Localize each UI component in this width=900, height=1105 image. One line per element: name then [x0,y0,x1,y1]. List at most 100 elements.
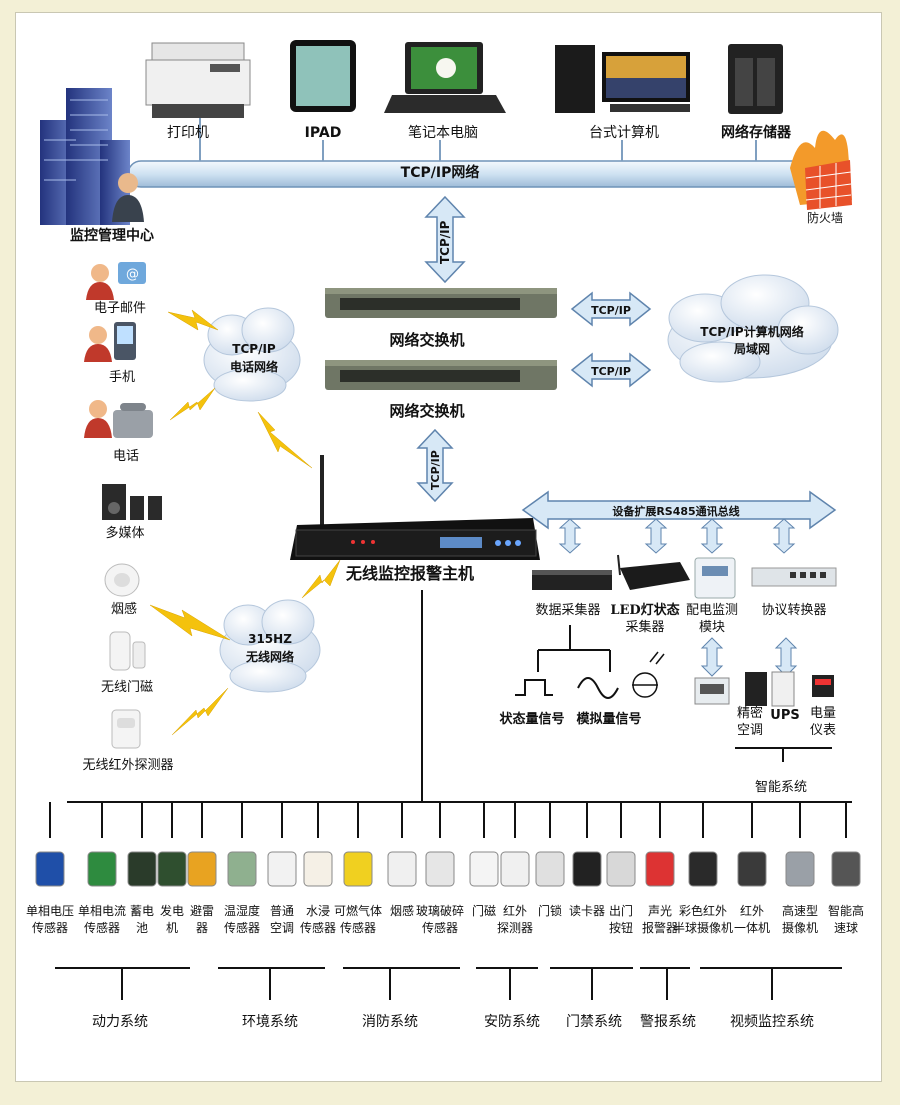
management-center-icon [40,88,144,225]
protocol-converter-icon [751,567,837,587]
sensor-label-line1: 高速型 [781,904,819,918]
phone-network-cloud-icon [203,307,301,402]
sensor-label: 蓄电池 [130,903,154,937]
sensor-label-line2: 空调 [269,921,295,935]
firewall-icon [790,130,852,210]
door-label: 无线门磁 [100,680,154,695]
sensor-device-icon [425,851,455,887]
sensor-device-icon [303,851,333,887]
data-collector-icon [532,570,612,590]
sensor-device-icon [785,851,815,887]
sensor-label-line1: 发电 [159,904,185,918]
tcpip-right-label-2: TCP/IP [591,365,631,378]
phone-cloud-label-2: 电话网络 [229,360,279,374]
sensor-label: 出门按钮 [609,903,633,937]
rs485-label: 设备扩展RS485通讯总线 [612,505,740,518]
led-collector-label-2: 采集器 [625,620,665,635]
sensor-label-line1: 单相电压 [25,904,75,918]
analog-signal-label: 模拟量信号 [576,712,642,727]
sensor-device-icon [688,851,718,887]
sensor-label: 可燃气体传感器 [334,903,382,937]
sensor-label: 智能高速球 [828,903,864,937]
sensor-label-line2: 探测器 [496,921,534,935]
sensor-device-icon [645,851,675,887]
sensor-label: 声光报警器 [642,903,678,937]
firewall-label: 防火墙 [806,211,844,225]
lightning-icon [149,309,341,736]
system-brackets [55,967,842,1000]
sensor-device-icon [187,851,217,887]
laptop-label: 笔记本电脑 [408,125,478,141]
door-sensor-icon [109,631,146,671]
tcpip-right-arrow-2 [570,352,652,388]
desktop-icon [555,45,690,113]
switch-2-icon [325,360,557,390]
sensor-label: 发电机 [160,903,184,937]
smart-system-bracket [735,747,832,762]
sensor-label-line2: 一体机 [733,921,771,935]
sensor-device-icon [606,851,636,887]
ac-label-1: 精密 [736,706,764,721]
sensor-label: 避雷器 [190,903,214,937]
data-collector-label: 数据采集器 [535,603,601,618]
sensor-label-line1: 门锁 [537,904,563,918]
sensor-label-line2: 传感器 [339,921,377,935]
system-label: 门禁系统 [566,1014,622,1030]
led-symbol-icon [632,651,665,698]
nas-icon [728,44,783,114]
sensor-label-line1: 玻璃破碎 [415,904,465,918]
system-label: 安防系统 [484,1014,540,1030]
switch-2-label: 网络交换机 [389,402,465,420]
system-label: 环境系统 [242,1014,298,1030]
sensor-device-icon [500,851,530,887]
sensor-label-line1: 读卡器 [568,904,606,918]
sensor-label-line1: 彩色红外 [678,904,728,918]
sensor-label: 温湿度传感器 [224,903,260,937]
ups-label: UPS [770,708,800,723]
sensor-device-icon [572,851,602,887]
led-collector-icon [617,554,690,590]
wireless-network-cloud-icon [219,599,321,693]
sensor-device-icon [737,851,767,887]
sensor-label: 普通空调 [270,903,294,937]
tcpip-vertical-label: TCP/IP [438,220,452,264]
sensor-label-line2: 传感器 [421,921,459,935]
laptop-icon [384,42,506,113]
mobile-label: 手机 [108,370,136,385]
sensor-label: 门磁 [472,903,496,920]
signal-tree [537,625,611,672]
precision-ac-icon [694,677,730,705]
meter-label-2: 仪表 [809,723,837,738]
sensor-label-line1: 单相电流 [77,904,127,918]
email-icon: @ [86,262,146,300]
sensor-label: 高速型摄像机 [782,903,818,937]
center-label: 监控管理中心 [70,228,154,244]
sensor-label-line1: 水浸 [305,904,331,918]
sensor-label: 读卡器 [569,903,605,920]
wireless-alarm-host-icon [290,455,540,560]
multimedia-label: 多媒体 [105,526,145,541]
smart-system-label: 智能系统 [754,780,808,795]
sensor-device-icon [35,851,65,887]
sensor-label: 烟感 [390,903,414,920]
sensor-label: 单相电压传感器 [26,903,74,937]
lan-cloud-icon [667,274,839,383]
sensor-label-line2: 池 [135,921,149,935]
sensor-drops [49,802,847,838]
email-label: 电子邮件 [93,301,147,316]
sensor-device-icon [387,851,417,887]
sensor-device-icon [469,851,499,887]
sensor-label-line2: 半球摄像机 [672,921,734,935]
sensor-device-icon [157,851,187,887]
protocol-converter-label: 协议转换器 [761,603,827,618]
lan-cloud-label-1: TCP/IP计算机网络 [700,325,804,339]
ipad-label: IPAD [304,125,342,141]
system-label: 视频监控系统 [730,1014,814,1030]
phone-label: 电话 [112,449,140,464]
infrared-label: 无线红外探测器 [82,758,174,773]
sensor-device-icon [535,851,565,887]
system-label: 动力系统 [92,1014,148,1030]
analog-signal-icon [577,677,619,699]
sensor-label-line1: 门磁 [471,904,497,918]
